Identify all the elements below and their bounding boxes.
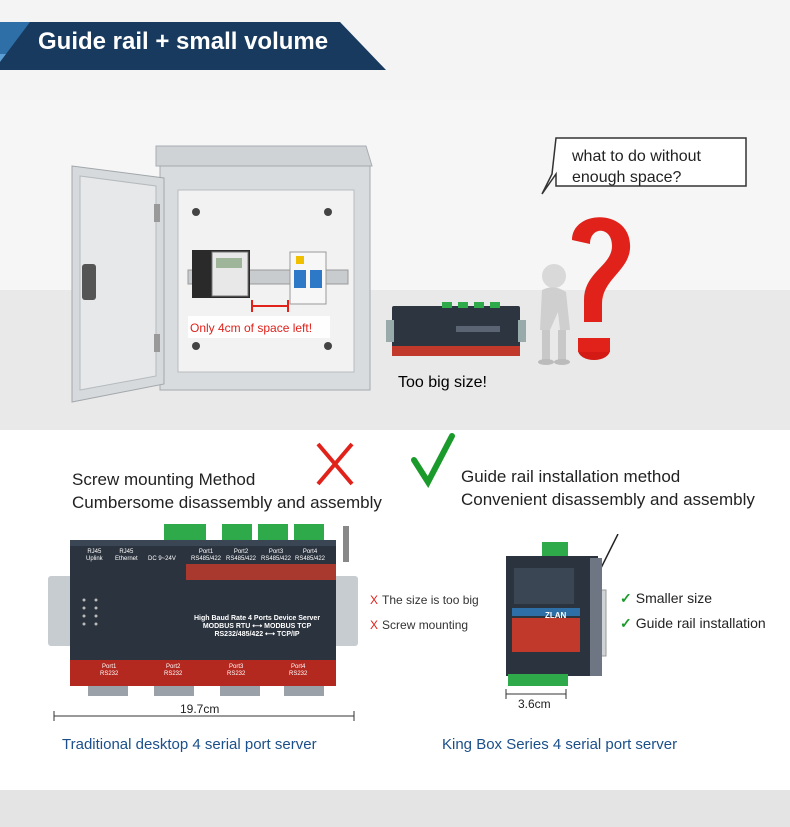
bottom-port-3-name: Port3 xyxy=(229,664,244,670)
note-check-mark-2: ✓ xyxy=(620,615,632,631)
top-port-1: Port1 RS485/422 xyxy=(191,549,221,563)
rj45-uplink-label: RJ45 Uplink xyxy=(86,549,103,563)
bottom-port-2: Port2 RS232 xyxy=(164,664,182,678)
desktop-serial-server-device xyxy=(48,524,358,696)
top-port-2-name: Port2 xyxy=(233,549,249,555)
bottom-port-2-type: RS232 xyxy=(164,671,183,677)
dc-power-label: DC 9~24V xyxy=(148,556,176,562)
bottom-port-2-name: Port2 xyxy=(166,664,181,670)
note-x-mark-1: X xyxy=(370,593,379,607)
bottom-port-4-type: RS232 xyxy=(289,671,308,677)
top-port-2: Port2 RS485/422 xyxy=(226,549,256,563)
screw-method-line-1: Screw mounting Method xyxy=(72,470,256,489)
note-text-2: Screw mounting xyxy=(382,618,469,632)
bottom-port-4-name: Port4 xyxy=(291,664,306,670)
rail-method-line-1: Guide rail installation method xyxy=(461,467,681,486)
big-device-thumbnail xyxy=(386,302,526,356)
rail-note-text-2: Guide rail installation xyxy=(635,615,766,631)
top-port-3-name: Port3 xyxy=(268,549,284,555)
device-desc-line-3: RS232/485/422 ⟷ TCP/IP xyxy=(214,631,300,638)
bottom-port-1: Port1 RS232 xyxy=(100,664,118,678)
device-desc-line-1: High Baud Rate 4 Ports Device Server xyxy=(194,615,321,622)
top-port-2-type: RS485/422 xyxy=(226,556,257,562)
rail-method-line-2: Convenient disassembly and assembly xyxy=(461,490,755,509)
rj45-uplink-title: RJ45 xyxy=(87,549,102,555)
electrical-cabinet-illustration xyxy=(71,145,373,403)
page-title: Guide rail + small volume xyxy=(38,28,329,55)
question-mark-figure xyxy=(538,217,631,365)
bottom-port-4: Port4 RS232 xyxy=(289,664,307,678)
rail-serial-server-device xyxy=(506,534,619,686)
note-check-mark-1: ✓ xyxy=(620,590,632,606)
rj45-ethernet-title: RJ45 xyxy=(119,549,134,555)
screw-method-text: Screw mounting Method Cumbersome disasse… xyxy=(72,468,382,514)
bottom-port-1-type: RS232 xyxy=(100,671,119,677)
bottom-port-3-type: RS232 xyxy=(227,671,246,677)
screw-method-x-mark xyxy=(316,442,354,486)
rail-note-2: ✓Guide rail installation xyxy=(620,615,766,632)
large-width-label: 19.7cm xyxy=(180,702,220,716)
footer-band xyxy=(0,790,790,827)
top-port-3-type: RS485/422 xyxy=(261,556,292,562)
rail-method-text: Guide rail installation method Convenien… xyxy=(461,465,755,511)
small-width-label: 3.6cm xyxy=(518,697,551,711)
screw-method-line-2: Cumbersome disassembly and assembly xyxy=(72,493,382,512)
note-x-mark-2: X xyxy=(370,618,379,632)
rj45-ethernet-sub: Ethernet xyxy=(115,556,138,562)
device-desc-line-2: MODBUS RTU ⟷ MODBUS TCP xyxy=(202,623,312,630)
small-dimension-line xyxy=(505,689,567,699)
bubble-line-2: enough space? xyxy=(572,169,682,186)
kingbox-server-caption: King Box Series 4 serial port server xyxy=(442,736,678,753)
rail-note-1: ✓Smaller size xyxy=(620,590,712,607)
top-port-1-type: RS485/422 xyxy=(191,556,222,562)
rail-note-text-1: Smaller size xyxy=(635,590,712,606)
device-description: High Baud Rate 4 Ports Device Server MOD… xyxy=(194,615,320,639)
top-port-4-type: RS485/422 xyxy=(295,556,326,562)
bottom-port-1-name: Port1 xyxy=(102,664,117,670)
zlan-brand-label: ZLAN xyxy=(545,611,567,620)
top-port-4-name: Port4 xyxy=(302,549,318,555)
top-port-1-name: Port1 xyxy=(198,549,214,555)
top-port-4: Port4 RS485/422 xyxy=(295,549,325,563)
space-left-label: Only 4cm of space left! xyxy=(190,321,313,335)
traditional-server-caption: Traditional desktop 4 serial port server xyxy=(62,736,317,753)
top-port-3: Port3 RS485/422 xyxy=(261,549,291,563)
large-dimension-line xyxy=(53,711,355,721)
bubble-line-1: what to do without xyxy=(572,148,701,165)
rail-method-check-mark xyxy=(411,433,455,488)
speech-bubble xyxy=(541,137,747,195)
header-banner xyxy=(0,0,790,100)
bottom-port-3: Port3 RS232 xyxy=(227,664,245,678)
too-big-size-label: Too big size! xyxy=(398,374,487,391)
rj45-uplink-sub: Uplink xyxy=(86,556,103,562)
speech-bubble-text: what to do without enough space? xyxy=(572,146,701,188)
rj45-ethernet-label: RJ45 Ethernet xyxy=(115,549,138,563)
note-text-1: The size is too big xyxy=(382,593,479,607)
